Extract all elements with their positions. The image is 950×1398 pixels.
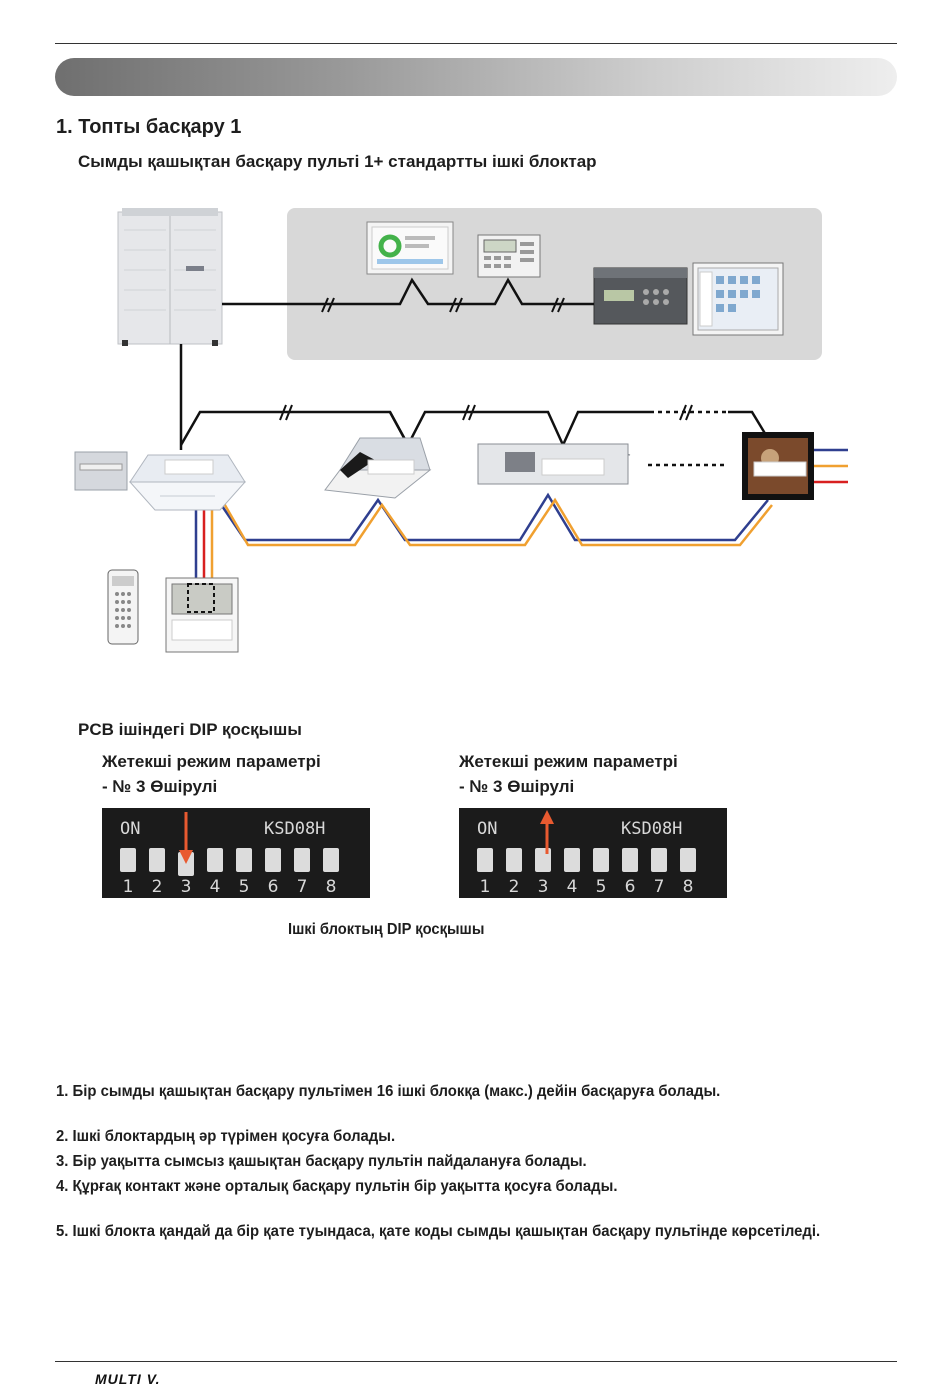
note-item: 5. Ішкі блокта қандай да бір қате туында… — [56, 1223, 821, 1240]
dip-right-line1: Жетекші режим параметрі — [459, 752, 678, 771]
dip-left-text: Жетекші режим параметрі - № 3 Өшірулі — [102, 749, 321, 799]
arrow-down-icon — [179, 812, 193, 864]
system-diagram — [74, 208, 848, 653]
remote-wire-orange — [220, 497, 773, 547]
dip-switch-left: ON KSD08H 1 2 3 4 5 6 7 8 — [102, 808, 370, 898]
dip-switch-right: ON KSD08H 1 2 3 4 5 6 7 8 — [459, 808, 727, 898]
dip-number: 5 — [596, 877, 607, 897]
note-item: 3. Бір уақытта сымсыз қашықтан басқару п… — [56, 1153, 587, 1170]
footer-rule — [55, 1361, 897, 1362]
dip-number: 5 — [239, 877, 250, 897]
outdoor-unit — [117, 208, 223, 346]
dip-number: 2 — [509, 877, 520, 897]
dip-number: 8 — [326, 877, 337, 897]
dip-number: 6 — [625, 877, 636, 897]
arrow-up-icon — [540, 810, 554, 854]
dip-on-label: ON — [120, 819, 140, 839]
dip-left-line2: - № 3 Өшірулі — [102, 777, 218, 796]
simple-central-controller — [477, 234, 541, 278]
section-subtitle: Сымды қашықтан басқару пульті 1+ стандар… — [78, 152, 597, 171]
dip-right-text: Жетекші режим параметрі - № 3 Өшірулі — [459, 749, 678, 799]
dip-right-line2: - № 3 Өшірулі — [459, 777, 575, 796]
note-item: 2. Ішкі блоктардың әр түрімен қосуға бол… — [56, 1128, 396, 1145]
note-item: 4. Құрғақ контакт және орталық басқару п… — [56, 1178, 618, 1195]
ac-smart-controller — [366, 221, 454, 275]
note-item: 1. Бір сымды қашықтан басқару пультімен … — [56, 1083, 721, 1100]
pc-monitor-screen — [692, 262, 784, 336]
dip-number: 6 — [268, 877, 279, 897]
dip-on-label: ON — [477, 819, 497, 839]
dip-number: 3 — [181, 877, 192, 897]
dip-number: 4 — [567, 877, 578, 897]
dip-number: 4 — [210, 877, 221, 897]
dip-model-label: KSD08H — [621, 819, 682, 839]
cable-break-marks — [321, 297, 565, 313]
section-banner — [55, 58, 897, 96]
acp-gateway — [593, 267, 688, 325]
remote-wire-blue — [216, 492, 769, 542]
indoor-unit-duct — [477, 443, 631, 485]
dip-model-label: KSD08H — [264, 819, 325, 839]
dip-number: 7 — [297, 877, 308, 897]
top-rule — [55, 43, 897, 44]
dip-number: 2 — [152, 877, 163, 897]
dip-number: 1 — [480, 877, 491, 897]
dip-toggles — [120, 848, 339, 876]
indoor-unit-cassette-2way — [324, 437, 432, 499]
wired-remote — [165, 577, 239, 653]
wireless-remote — [107, 569, 139, 645]
multi-v-logo: MULTI V. — [95, 1371, 161, 1387]
dip-number: 7 — [654, 877, 665, 897]
central-control-cable — [222, 277, 594, 306]
dip-left-line1: Жетекші режим параметрі — [102, 752, 321, 771]
notes-list: 1. Бір сымды қашықтан басқару пультімен … — [56, 1079, 847, 1244]
dip-heading: PCB ішіндегі DIP қосқышы — [78, 720, 302, 739]
dry-contact-unit — [74, 451, 128, 491]
dip-caption: Ішкі блоктың DIP қосқышы — [288, 921, 485, 938]
dip-toggles — [477, 848, 696, 872]
dip-number: 8 — [683, 877, 694, 897]
indoor-unit-cassette-4way — [128, 454, 247, 511]
section-title: 1. Топты басқару 1 — [56, 116, 242, 138]
dip-number: 3 — [538, 877, 549, 897]
indoor-unit-artcool — [742, 432, 814, 500]
dip-number: 1 — [123, 877, 134, 897]
